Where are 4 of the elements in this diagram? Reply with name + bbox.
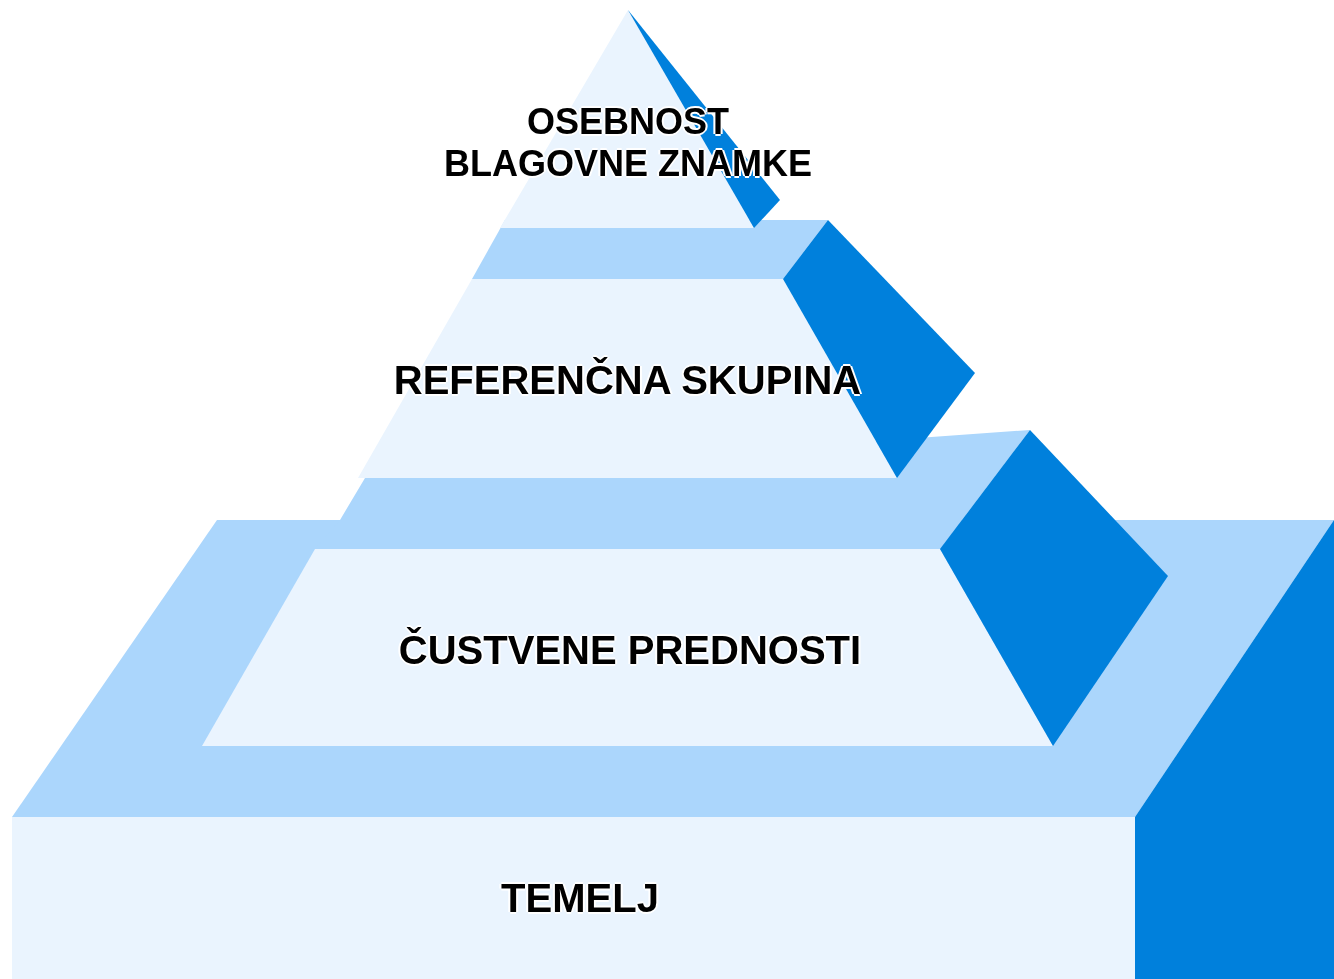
pyramid-tier [202, 430, 1168, 746]
pyramid-tier [358, 220, 975, 478]
tier-label: TEMELJ [500, 874, 660, 922]
tier-label: ČUSTVENE PREDNOSTI [397, 626, 863, 674]
